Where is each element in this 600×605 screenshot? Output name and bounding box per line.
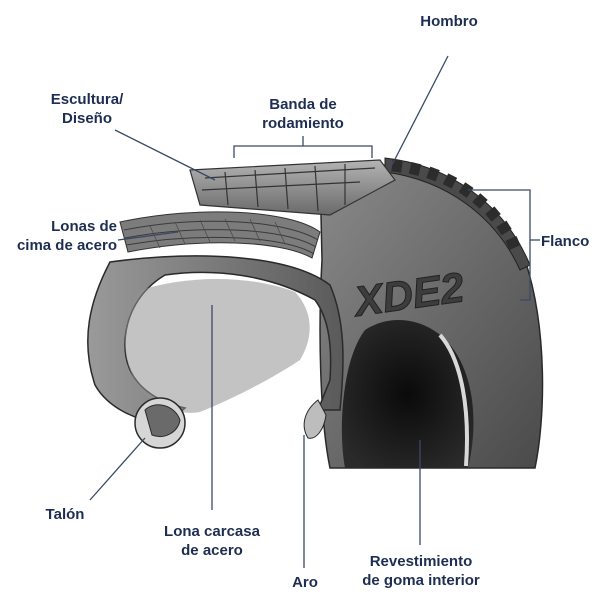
inner-liner-highlight bbox=[438, 333, 469, 467]
label-escultura-line-2: Diseño bbox=[61, 110, 112, 127]
label-hombro: Hombro bbox=[404, 12, 494, 31]
bead-core bbox=[144, 404, 181, 437]
label-talon-text: Talón bbox=[45, 506, 85, 523]
label-aro-text: Aro bbox=[292, 574, 318, 591]
label-revestimiento-line-2: de goma interior bbox=[362, 572, 480, 589]
steel-ply-lines bbox=[123, 220, 319, 255]
label-aro: Aro bbox=[280, 573, 330, 592]
steel-crown-plies bbox=[119, 211, 321, 259]
label-flanco-text: Flanco bbox=[541, 233, 590, 250]
bracket-flanco bbox=[468, 189, 531, 301]
leader-talon bbox=[89, 437, 146, 501]
tire-inner-opening bbox=[341, 320, 474, 468]
shoulder-tread-blocks bbox=[391, 159, 521, 251]
carcass-inner-surface bbox=[124, 278, 310, 413]
label-banda-line-2: rodamiento bbox=[262, 115, 344, 132]
tread-section bbox=[189, 159, 396, 216]
label-banda-de-rodamiento: Banda de rodamiento bbox=[238, 95, 368, 133]
label-banda-line-1: Banda de bbox=[269, 96, 337, 113]
label-talon: Talón bbox=[30, 505, 100, 524]
carcass-shell bbox=[87, 255, 344, 426]
label-revestimiento: Revestimiento de goma interior bbox=[340, 552, 502, 590]
label-lonas-line-1: Lonas de bbox=[51, 218, 117, 235]
label-lona-carcasa-line-1: Lona carcasa bbox=[164, 523, 260, 540]
label-revestimiento-line-1: Revestimiento bbox=[369, 553, 473, 570]
label-escultura-diseno: Escultura/ Diseño bbox=[32, 90, 142, 128]
label-flanco: Flanco bbox=[541, 232, 599, 251]
leader-lonas-cima bbox=[117, 231, 179, 241]
label-lona-carcasa-line-2: de acero bbox=[181, 542, 243, 559]
label-lona-carcasa: Lona carcasa de acero bbox=[150, 522, 274, 560]
leader-hombro bbox=[391, 55, 449, 166]
bead-wire bbox=[303, 399, 327, 439]
bracket-banda bbox=[233, 145, 373, 158]
label-escultura-line-1: Escultura/ bbox=[50, 91, 124, 108]
label-lonas-line-2: cima de acero bbox=[16, 237, 117, 254]
leader-escultura bbox=[114, 129, 216, 181]
tread-grooves bbox=[201, 164, 376, 212]
label-lonas-de-cima: Lonas de cima de acero bbox=[0, 217, 117, 255]
leader-lines bbox=[89, 55, 540, 568]
label-hombro-text: Hombro bbox=[420, 13, 478, 30]
steel-ply-hatching bbox=[149, 218, 286, 249]
